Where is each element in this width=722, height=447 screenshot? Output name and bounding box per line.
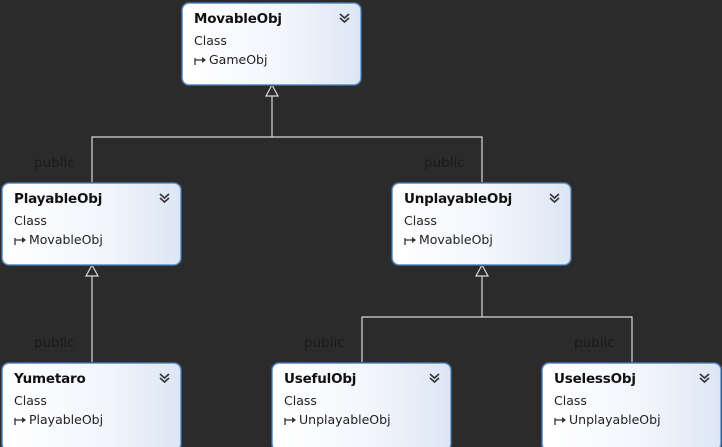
class-base-name: UnplayableObj [299,412,391,427]
chevron-double-down-icon[interactable] [698,372,711,384]
connector-usefulobj-unplayableobj [361,276,483,363]
class-kind: Class [554,393,587,408]
class-base-name: PlayableObj [29,412,104,427]
inheritance-arrowhead-unplayableobj [474,263,490,277]
class-name: Yumetaro [14,371,86,387]
connector-label: public [574,335,615,351]
class-base-name: UnplayableObj [569,412,661,427]
class-name: UsefulObj [284,371,357,387]
inheritance-arrow-icon [14,236,26,245]
class-box-playableobj[interactable]: PlayableObj Class MovableObj [2,183,181,265]
chevron-double-down-icon[interactable] [338,12,351,24]
class-kind: Class [194,33,227,48]
connector-unplayableobj-movableobj [272,136,483,183]
connector-playableobj-movableobj [91,96,273,183]
connector-label: public [304,335,345,351]
connector-label: public [34,335,75,351]
class-box-uselessobj[interactable]: UselessObj Class UnplayableObj [542,363,721,447]
chevron-double-down-icon[interactable] [158,192,171,204]
class-kind: Class [14,213,47,228]
class-box-usefulobj[interactable]: UsefulObj Class UnplayableObj [272,363,451,447]
inheritance-arrowhead-playableobj [84,263,100,277]
inheritance-arrow-icon [554,416,566,425]
inheritance-arrow-icon [14,416,26,425]
class-base: PlayableObj [14,412,103,427]
chevron-double-down-icon[interactable] [158,372,171,384]
inheritance-arrow-icon [284,416,296,425]
class-base-name: MovableObj [29,232,103,247]
class-base: GameObj [194,52,267,67]
class-name: UnplayableObj [404,191,513,207]
class-box-yumetaro[interactable]: Yumetaro Class PlayableObj [2,363,181,447]
class-kind: Class [404,213,437,228]
class-base-name: GameObj [209,52,268,67]
inheritance-arrow-icon [404,236,416,245]
class-base: UnplayableObj [284,412,391,427]
inheritance-arrowhead-movableobj [264,83,280,97]
class-base: MovableObj [14,232,103,247]
class-base: MovableObj [404,232,493,247]
class-base-name: MovableObj [419,232,493,247]
chevron-double-down-icon[interactable] [428,372,441,384]
class-kind: Class [284,393,317,408]
class-box-unplayableobj[interactable]: UnplayableObj Class MovableObj [392,183,571,265]
class-kind: Class [14,393,47,408]
connector-uselessobj-unplayableobj [482,316,633,363]
class-name: UselessObj [554,371,636,387]
chevron-double-down-icon[interactable] [548,192,561,204]
class-name: MovableObj [194,11,282,27]
class-box-movableobj[interactable]: MovableObj Class GameObj [182,3,361,85]
class-name: PlayableObj [14,191,103,207]
inheritance-arrow-icon [194,56,206,65]
connector-label: public [34,155,75,171]
connector-label: public [424,155,465,171]
class-base: UnplayableObj [554,412,661,427]
